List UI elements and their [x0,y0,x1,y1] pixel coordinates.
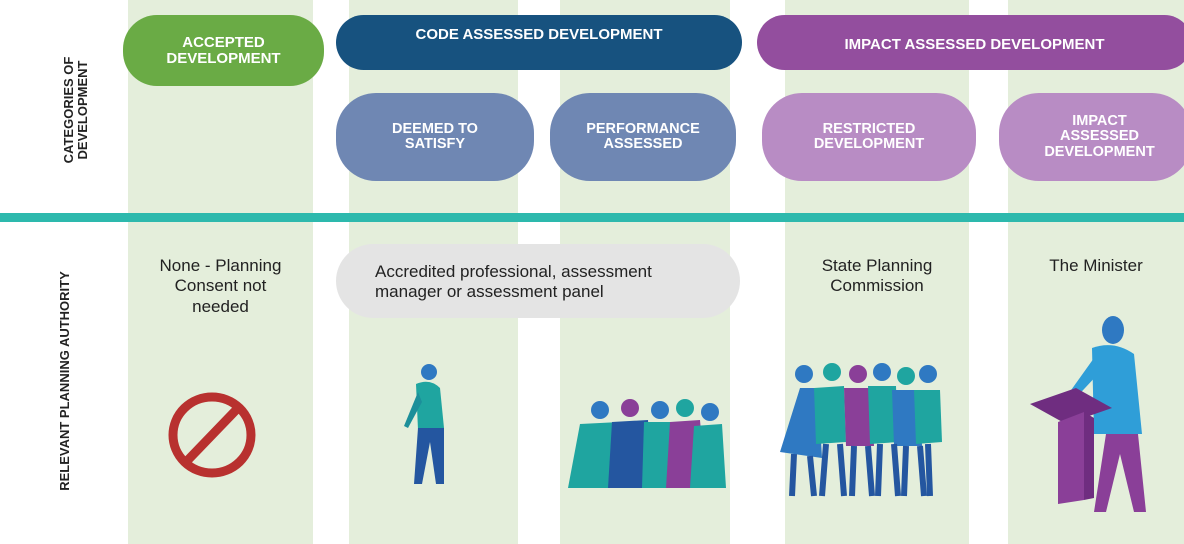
crowd-icon [780,363,942,497]
row-label-categories-line1: CATEGORIES OF [61,56,76,164]
authority-accepted: None - Planning Consent not needed [159,256,282,316]
row-label-categories: CATEGORIES OF DEVELOPMENT [61,40,98,180]
minister-at-podium-icon [1030,316,1146,512]
deemed-to-satisfy-pill: DEEMED TO SATISFY [336,93,534,181]
column-impact-assessed [1008,0,1184,544]
row-label-planning-authority: RELEVANT PLANNING AUTHORITY [57,271,72,491]
no-entry-icon [168,392,256,478]
accepted-development-pill: ACCEPTED DEVELOPMENT [123,15,324,86]
column-accepted [128,0,313,544]
group-of-people-icon [568,399,726,488]
performance-assessed-pill: PERFORMANCE ASSESSED [550,93,736,181]
impact-assessed-development-pill: IMPACT ASSESSED DEVELOPMENT [757,15,1184,70]
restricted-development-pill: RESTRICTED DEVELOPMENT [762,93,976,181]
code-assessed-development-pill: CODE ASSESSED DEVELOPMENT [336,15,742,70]
single-person-icon [404,364,444,484]
row-label-categories-line2: DEVELOPMENT [74,60,90,160]
authority-restricted: State Planning Commission [821,256,933,296]
impact-assessed-sub-pill: IMPACT ASSESSED DEVELOPMENT [999,93,1184,181]
authority-code-bubble [336,244,740,318]
authority-impact: The Minister [1049,256,1143,275]
authority-code: Accredited professional, assessment mana… [375,262,652,302]
section-divider [0,213,1184,222]
